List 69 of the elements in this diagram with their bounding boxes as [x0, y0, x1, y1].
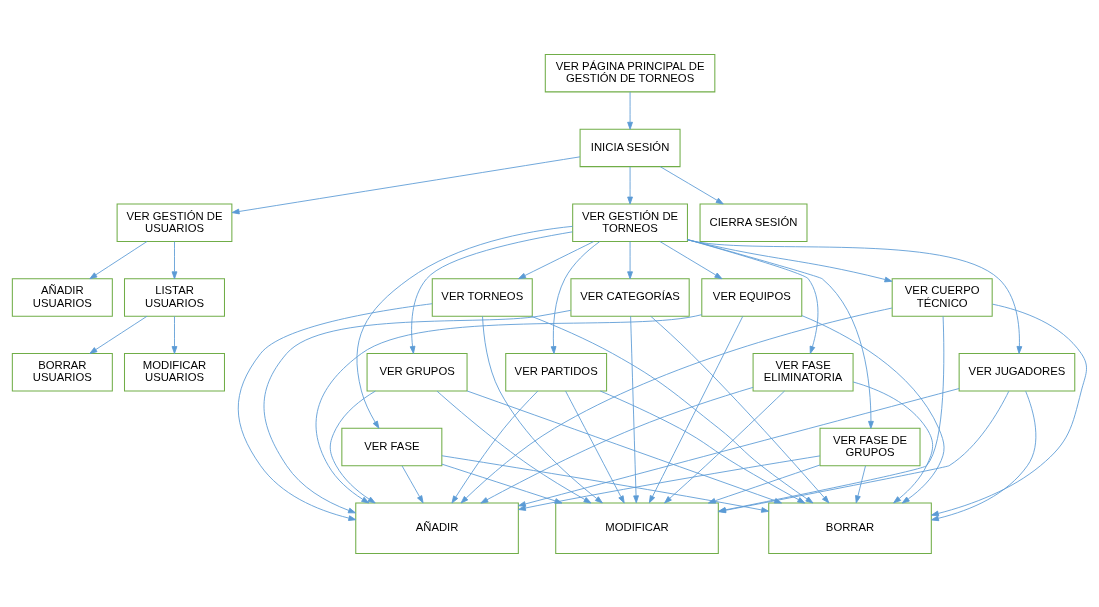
node-box: VER TORNEOS	[431, 277, 533, 317]
arrow	[460, 307, 893, 503]
arrow	[518, 387, 960, 507]
node-box: VER PARTIDOS	[505, 352, 608, 391]
node-box: VER EQUIPOS	[701, 277, 803, 317]
arrow	[708, 464, 821, 504]
node-box: VER GRUPOS	[366, 352, 468, 391]
node-box: VER FASE DE GRUPOS	[819, 427, 921, 466]
arrow	[852, 381, 934, 503]
node-box: AÑADIR	[355, 502, 519, 554]
arrow	[171, 315, 178, 354]
arrow	[687, 238, 874, 429]
node-box: VER GESTIÓN DE USUARIOS	[116, 203, 233, 242]
node-box: BORRAR	[768, 502, 932, 554]
arrow	[718, 315, 945, 513]
arrow	[466, 390, 782, 503]
arrow	[648, 315, 744, 503]
arrow	[565, 390, 625, 503]
arrow	[237, 302, 433, 521]
arrow	[687, 239, 1023, 354]
arrow	[659, 240, 723, 279]
arrow	[329, 390, 376, 503]
node-box: VER FASE	[341, 427, 443, 466]
arrow	[630, 315, 639, 503]
arrow	[550, 240, 601, 354]
arrow	[89, 315, 148, 354]
node-box: VER GESTIÓN DE TORNEOS	[572, 203, 688, 242]
node-box: VER CATEGORÍAS	[570, 277, 690, 317]
arrow	[518, 454, 821, 511]
arrow	[627, 165, 633, 204]
arrow	[659, 165, 724, 204]
arrow	[436, 390, 592, 503]
arrow	[855, 465, 866, 503]
arrow	[518, 240, 595, 279]
arrow	[718, 390, 1010, 513]
arrow	[409, 230, 573, 354]
node-box: MODIFICAR USUARIOS	[124, 352, 225, 391]
arrow	[315, 313, 703, 503]
arrow	[171, 240, 178, 279]
node-box: VER JUGADORES	[958, 352, 1076, 391]
node-box: AÑADIR USUARIOS	[11, 277, 113, 317]
arrow	[441, 463, 563, 504]
arrow	[664, 390, 785, 503]
arrow	[356, 225, 574, 429]
node-box: LISTAR USUARIOS	[124, 277, 225, 317]
arrow	[627, 91, 633, 130]
arrow	[401, 465, 424, 503]
arrow	[263, 309, 572, 513]
node-box: CIERRA SESIÓN	[699, 203, 808, 242]
arrow	[687, 238, 819, 354]
arrow	[441, 454, 770, 513]
node-box: VER FASE ELIMINATORIA	[752, 352, 854, 391]
arrow	[89, 240, 148, 279]
arrow	[531, 315, 814, 503]
arrow	[931, 303, 1087, 516]
arrow	[650, 315, 830, 503]
node-box: MODIFICAR	[555, 502, 719, 554]
arrow	[482, 315, 603, 503]
node-box: BORRAR USUARIOS	[11, 352, 113, 391]
arrow	[231, 155, 581, 214]
node-box: VER CUERPO TÉCNICO	[891, 277, 993, 317]
arrow	[931, 390, 1037, 521]
node-box: VER PÁGINA PRINCIPAL DE GESTIÓN DE TORNEOS	[544, 53, 716, 92]
arrow	[480, 386, 754, 503]
arrow	[627, 240, 633, 279]
arrow	[451, 390, 539, 503]
arrow	[599, 390, 806, 504]
arrow	[801, 314, 945, 503]
node-box: INICIA SESIÓN	[579, 128, 681, 167]
